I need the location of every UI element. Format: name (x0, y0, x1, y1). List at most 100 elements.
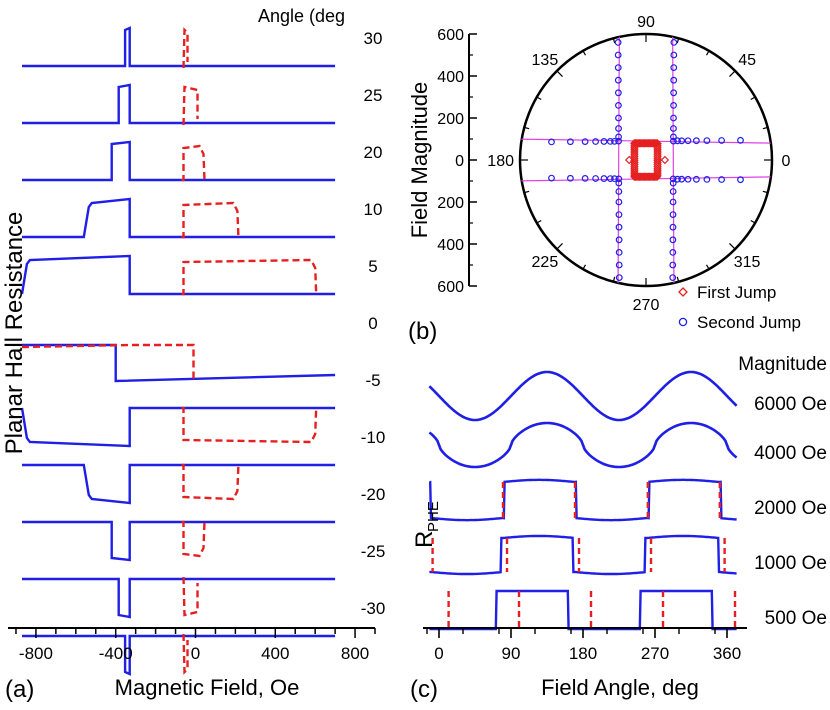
red-trace-0 (21, 343, 195, 381)
blue-curve (428, 370, 738, 422)
x-axis-title-c: Field Angle, deg (541, 675, 699, 700)
x-axis-title-a: Magnetic Field, Oe (115, 675, 300, 700)
second-jump-marker (615, 236, 623, 244)
blue-trace-25 (22, 83, 336, 125)
angle-label-25: 25 (364, 86, 383, 105)
second-jump-marker (615, 125, 622, 132)
polar-tick (762, 190, 768, 194)
second-jump-marker (611, 175, 618, 183)
second-jump-marker (581, 174, 589, 182)
second-jump-marker (615, 175, 623, 183)
second-jump-marker (703, 176, 711, 183)
trace-angle-10 (22, 197, 336, 239)
red-trace--10 (181, 463, 240, 501)
magnitude-label-6000-Oe: 6000 Oe (754, 394, 827, 415)
curve-6000-Oe (428, 370, 738, 422)
polar-tick (556, 243, 563, 250)
curve-4000-Oe (428, 421, 738, 469)
red-trace--20 (181, 520, 206, 558)
second-jump-marker (670, 64, 678, 71)
second-jump-marker (670, 125, 677, 132)
second-jump-marker (669, 236, 677, 244)
second-jump-marker (670, 114, 677, 122)
second-jump-marker (615, 248, 623, 256)
second-jump-marker (669, 137, 677, 145)
blue-curve (429, 534, 737, 576)
second-jump-marker (614, 51, 622, 59)
blue-trace--5 (20, 406, 336, 448)
second-jump-marker (615, 211, 623, 219)
second-jump-marker (670, 76, 678, 84)
second-jump-marker (611, 137, 618, 145)
second-jump-marker (669, 179, 677, 187)
polar-angle-label-315: 315 (734, 254, 761, 271)
trace-angle--5 (20, 406, 336, 448)
y-axis-title-c-subscript: PHE (425, 501, 442, 532)
polar-tick (750, 219, 756, 224)
first-jump-marker (660, 155, 670, 165)
second-jump-marker (606, 175, 614, 183)
second-jump-marker (684, 137, 692, 145)
trace-angle-20 (22, 140, 336, 182)
angle-label--30: -30 (361, 599, 386, 618)
polar-angle-label-225: 225 (532, 254, 559, 271)
second-jump-marker (674, 137, 681, 145)
blue-curve (428, 421, 738, 469)
y-axis-title-a: Planar Hall Resistance (1, 212, 28, 455)
trace-angle--25 (22, 576, 336, 619)
trace-angle-30 (22, 26, 336, 69)
curve-2000-Oe (429, 478, 737, 522)
polar-angle-label-180: 180 (487, 153, 514, 170)
polar-tick (612, 276, 616, 282)
polar-tick (729, 243, 736, 250)
magnitude-label-500-Oe: 500 Oe (765, 608, 827, 629)
first-jump-marker (630, 139, 639, 148)
panel-label-c: (c) (410, 676, 438, 703)
x-tick-label-c: 360 (713, 644, 741, 663)
legend-first-jump-marker (678, 287, 688, 297)
red-trace-5 (181, 258, 318, 296)
polar-tick (524, 126, 530, 130)
second-jump-marker (669, 248, 677, 256)
polar-tick (705, 264, 710, 270)
y-axis-title-c-main: R (411, 531, 438, 548)
blue-trace-5 (20, 254, 336, 296)
second-jump-marker (670, 51, 678, 59)
trace-angle-25 (22, 83, 336, 126)
polar-tick (536, 96, 542, 101)
second-jump-marker (670, 133, 677, 141)
panel-label-a: (a) (5, 676, 34, 703)
trace-angle-5 (20, 254, 336, 296)
curve-1000-Oe (429, 534, 737, 576)
angle-label-5: 5 (368, 257, 377, 276)
legend-first-jump-label: First Jump (697, 283, 776, 302)
trace-angle--30 (22, 633, 336, 676)
blue-trace--10 (22, 463, 336, 505)
second-jump-marker (614, 64, 622, 71)
first-jump-marker (624, 155, 634, 165)
second-jump-marker (615, 188, 623, 195)
y-axis-title-b: Field Magnitude (407, 82, 432, 239)
blue-curve (429, 589, 737, 631)
polar-tick (556, 70, 563, 77)
x-tick-label-a: 400 (261, 644, 289, 663)
second-jump-marker (600, 175, 608, 182)
magnitude-header: Magnitude (738, 354, 827, 375)
second-jump-marker (581, 138, 589, 146)
polar-angle-label-0: 0 (782, 153, 791, 170)
y-tick-label-b: 400 (437, 237, 464, 254)
second-jump-marker (669, 198, 677, 206)
second-jump-marker (614, 39, 622, 46)
second-jump-marker (678, 175, 686, 183)
x-tick-label-a: 0 (191, 644, 200, 663)
angle-header: Angle (deg (258, 6, 345, 26)
red-trace-10 (181, 201, 240, 239)
second-jump-marker (669, 188, 677, 195)
angle-label--25: -25 (361, 542, 386, 561)
curve-500-Oe (429, 589, 737, 631)
second-jump-marker (615, 274, 623, 282)
trace-angle--10 (22, 463, 336, 505)
